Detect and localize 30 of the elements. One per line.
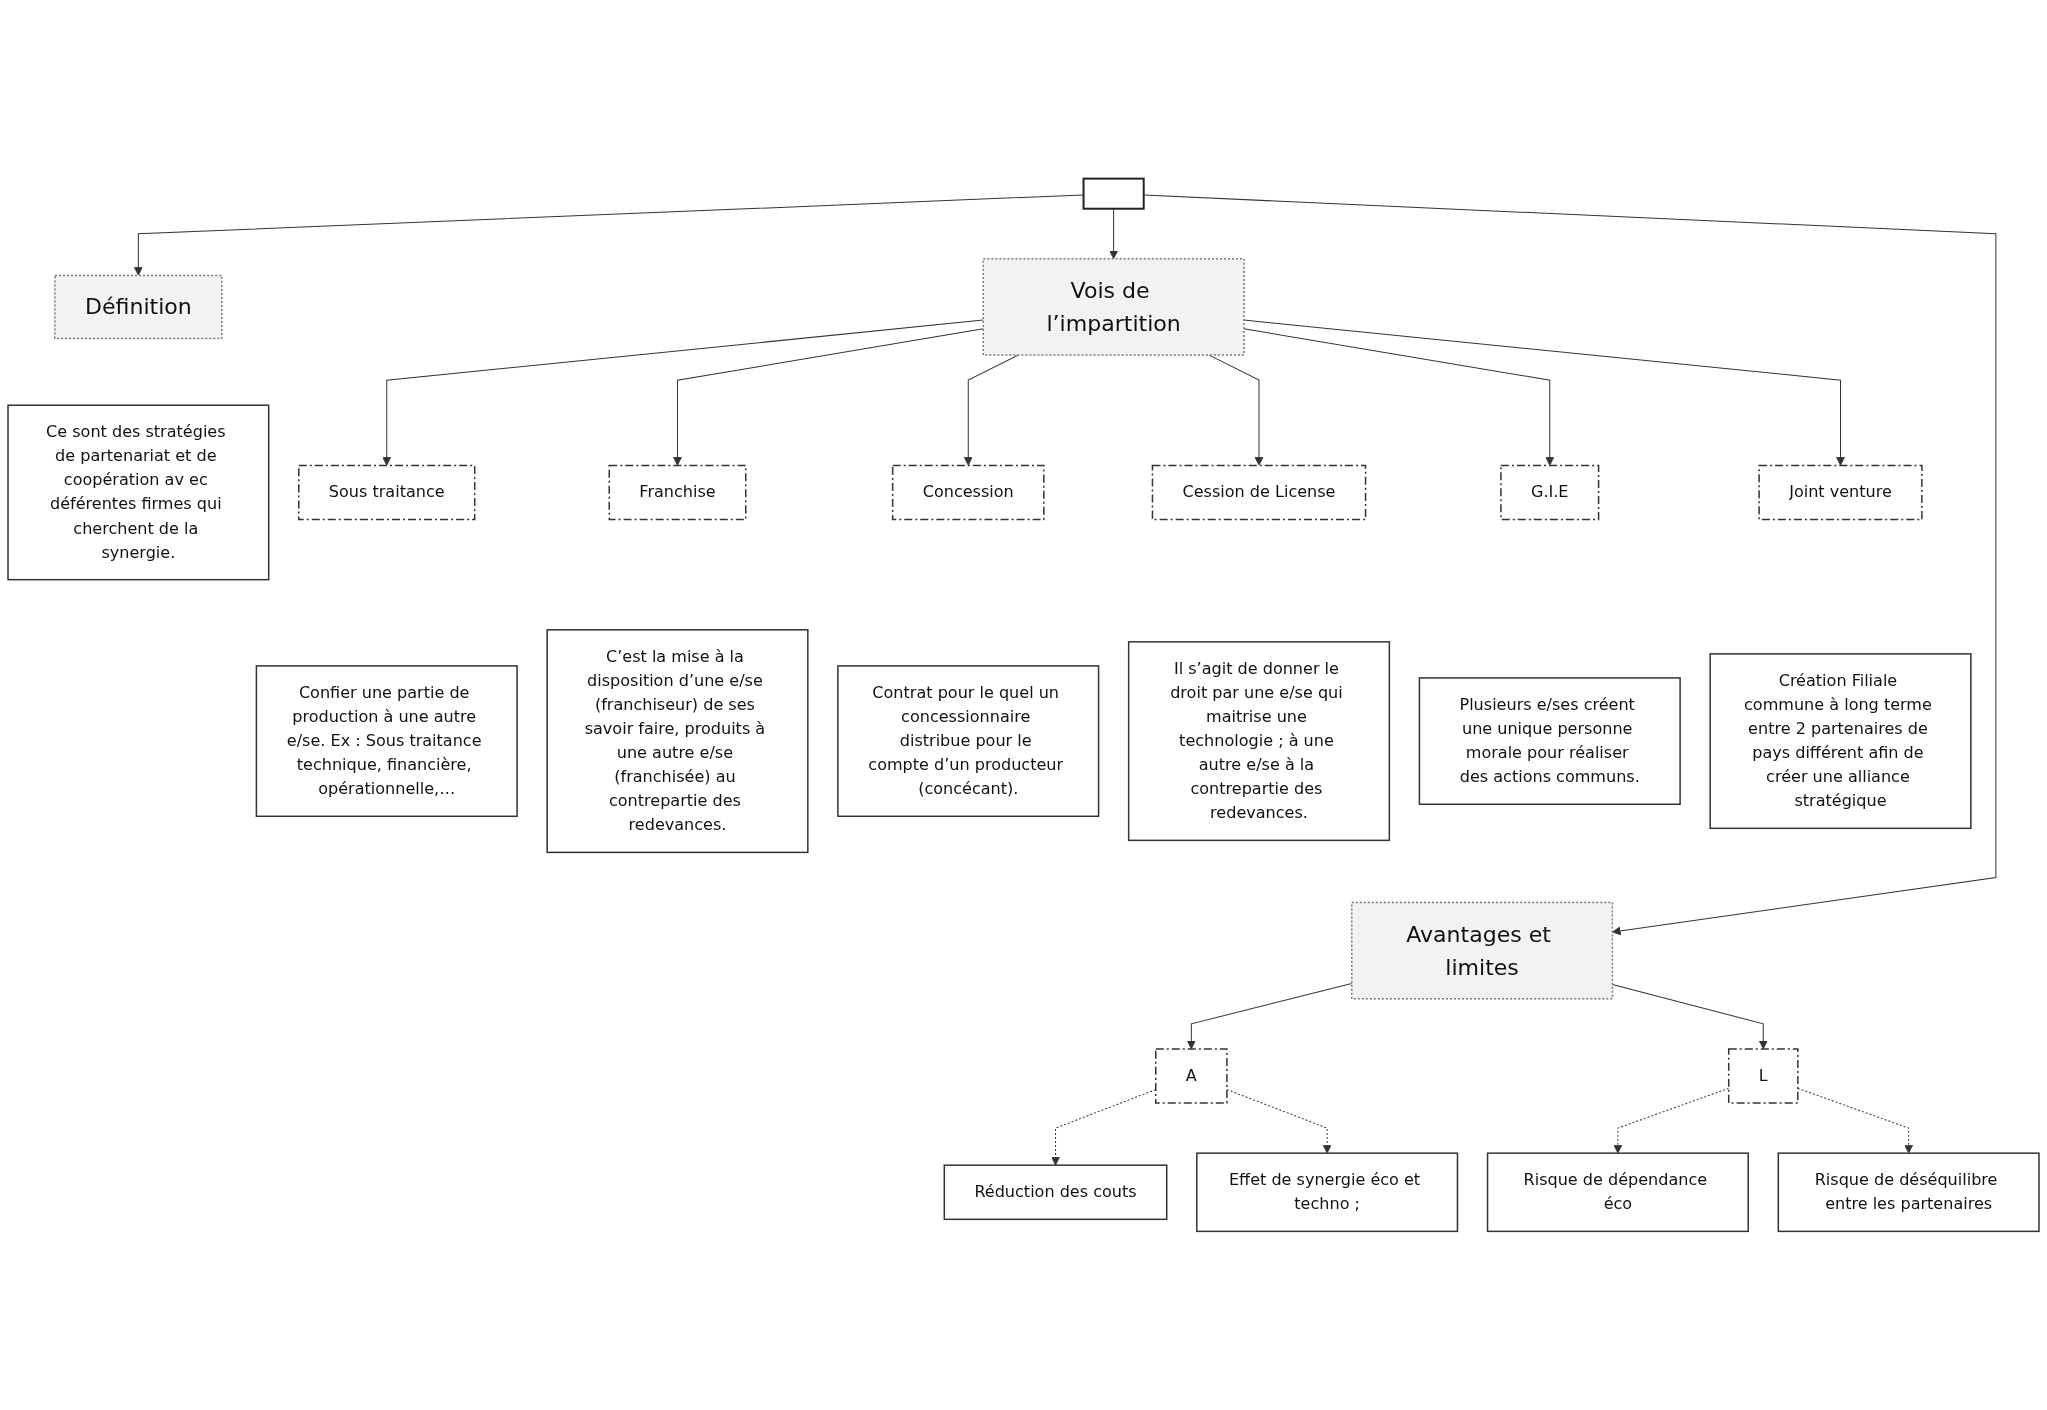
node-box: Franchise <box>608 464 747 521</box>
node-box: L <box>1727 1048 1799 1104</box>
arrow <box>673 328 984 466</box>
node-box: Sous traitance <box>298 464 476 521</box>
node-box: Plusieurs e/ses créent une unique personne morale pour réaliser des actions communs. <box>1418 677 1681 805</box>
node-box: Définition <box>54 274 223 340</box>
node-box: Concession <box>891 464 1045 521</box>
node-box: Réduction des couts <box>943 1164 1168 1221</box>
node-box: Création Filiale commune à long terme entre 2 partenaires de pays différent afin de créer une alliance stratégique <box>1709 653 1972 830</box>
node-box: Ce sont des stratégies de partenariat et de coopération av ec déférentes firmes qui cherchent de la synergie. <box>7 404 270 581</box>
arrow <box>1243 319 1845 466</box>
arrow <box>963 354 1019 466</box>
node-box: Il s’agit de donner le droit par une e/se qui maitrise une technologie ; à une autre e/se à la contrepartie des redevances. <box>1127 641 1391 842</box>
node-box: Contrat pour le quel un concessionnaire distribue pour le compte d’un producteur (concécant). <box>837 665 1100 818</box>
arrow <box>382 319 984 466</box>
node-box: Risque de déséquilibre entre les partenaires <box>1777 1152 2040 1233</box>
node-box: G.I.E <box>1500 464 1600 521</box>
node-box: Avantages et limites <box>1351 901 1614 1000</box>
node-box: Risque de dépendance éco <box>1486 1152 1749 1233</box>
node-box: Joint venture <box>1758 464 1923 521</box>
node-box: Confier une partie de production à une autre e/se. Ex : Sous traitance technique, financière, opérationnelle,… <box>255 665 518 818</box>
arrow <box>1109 208 1119 260</box>
node-box: Vois de l’impartition <box>982 258 1245 356</box>
node-box: Effet de synergie éco et techno ; <box>1196 1152 1459 1233</box>
node-box <box>1082 177 1145 210</box>
node-box: A <box>1155 1048 1228 1104</box>
node-box: Cession de License <box>1151 464 1367 521</box>
arrow <box>1143 194 1997 936</box>
node-box: C’est la mise à la disposition d’une e/se (franchiseur) de ses savoir faire, produits à une autre e/se (franchisée) au contrepartie des redevances. <box>546 629 809 854</box>
arrow <box>1243 328 1555 466</box>
